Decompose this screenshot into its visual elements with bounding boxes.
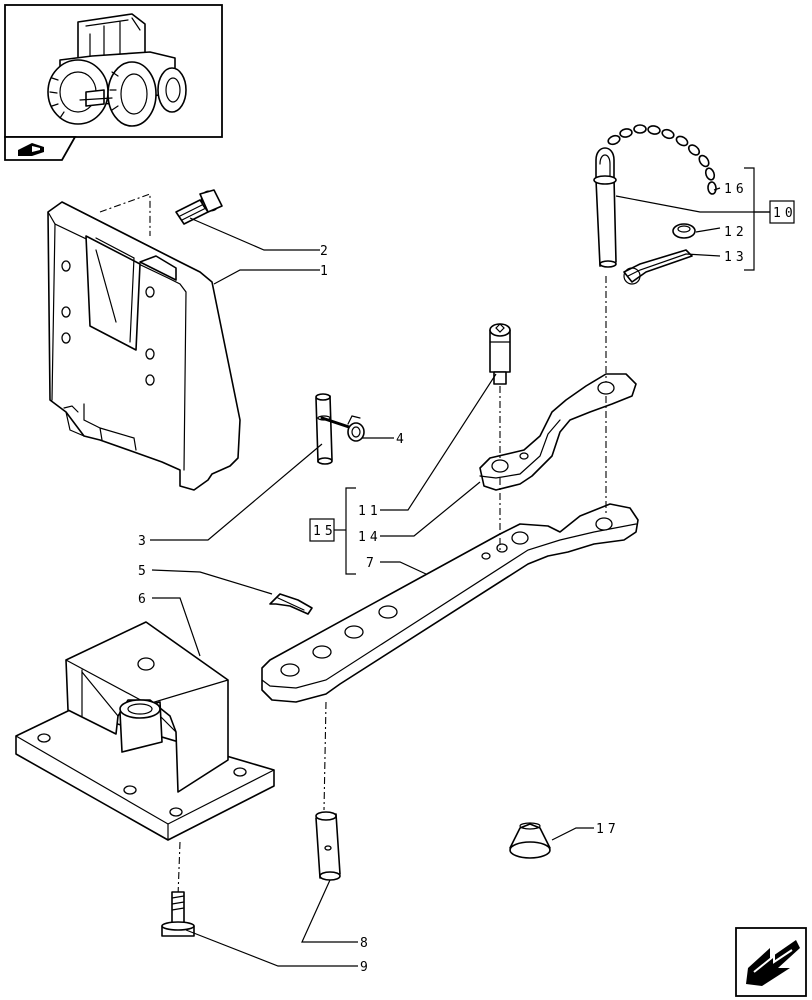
callout-15-box: 15 — [309, 518, 337, 542]
part-9-bolt — [161, 891, 195, 937]
tractor-thumbnail — [4, 4, 223, 138]
callout-2: 2 — [320, 244, 332, 259]
callout-10-box: 10 — [769, 200, 797, 224]
part-8-pin — [315, 811, 341, 881]
part-7-drawbar — [261, 503, 639, 703]
part-4-linch-pin — [320, 415, 365, 442]
callout-17: 17 — [596, 822, 620, 837]
callout-13: 13 — [724, 250, 748, 265]
next-page-arrow-icon[interactable] — [735, 927, 807, 997]
callout-9: 9 — [360, 960, 372, 975]
callout-14: 14 — [358, 530, 382, 545]
part-14-offset-link — [479, 373, 637, 491]
part-6-hitch-bracket — [15, 621, 275, 841]
callout-10: 10 — [773, 206, 797, 221]
part-17-cap — [509, 822, 551, 859]
callout-7: 7 — [366, 556, 378, 571]
callout-1: 1 — [320, 264, 332, 279]
callout-3: 3 — [138, 534, 150, 549]
part-13-spring-pin — [623, 249, 693, 285]
callout-16: 16 — [724, 182, 748, 197]
part-2-bolt — [175, 189, 223, 225]
callout-12: 12 — [724, 225, 748, 240]
part-12-washer — [672, 223, 696, 239]
callout-15: 15 — [313, 524, 337, 539]
center-line — [177, 841, 181, 897]
part-16-chain — [607, 124, 717, 195]
center-line — [99, 193, 151, 236]
callout-4: 4 — [396, 432, 408, 447]
book-icon[interactable] — [4, 136, 77, 161]
center-line — [323, 701, 327, 811]
callout-5: 5 — [138, 564, 150, 579]
callout-8: 8 — [360, 936, 372, 951]
part-3-pin — [315, 393, 333, 465]
callout-6: 6 — [138, 592, 150, 607]
part-5-spring-clip — [269, 593, 313, 615]
callout-11: 11 — [358, 504, 382, 519]
leader-lines — [150, 167, 770, 967]
part-11-bolt — [489, 323, 511, 385]
part-10-pin — [593, 147, 617, 268]
part-1-bracket-plate — [47, 201, 241, 491]
